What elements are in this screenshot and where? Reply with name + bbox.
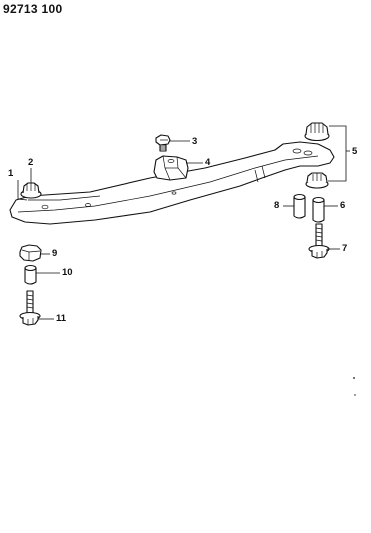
insulator-lower-left	[19, 244, 42, 262]
leader-1	[17, 180, 28, 201]
crossmember	[9, 141, 335, 225]
callout-4: 4	[205, 157, 211, 168]
document-id: 92713 100	[3, 2, 63, 16]
callout-11: 11	[56, 313, 67, 324]
callout-10: 10	[62, 267, 73, 278]
callout-2: 2	[28, 157, 34, 168]
callout-1: 1	[8, 168, 14, 179]
leader-lines	[17, 125, 350, 320]
callout-3: 3	[192, 136, 198, 147]
scan-speck	[353, 377, 355, 379]
leader-5	[328, 125, 347, 182]
insulator-set-front	[304, 122, 330, 189]
scan-speck	[354, 394, 356, 396]
spacer-lower-left	[24, 264, 37, 285]
callout-7: 7	[342, 243, 348, 254]
spacer-left	[293, 193, 306, 219]
bracket	[153, 155, 189, 181]
callout-6: 6	[340, 200, 346, 211]
bolt-right	[308, 223, 330, 259]
spacer-right	[312, 196, 325, 223]
bolt-upper	[155, 134, 171, 152]
insulator-rear-left	[20, 182, 42, 199]
callout-5: 5	[352, 146, 358, 157]
callout-8: 8	[274, 200, 280, 211]
bolt-lower-left	[19, 290, 41, 326]
callout-9: 9	[52, 248, 58, 259]
